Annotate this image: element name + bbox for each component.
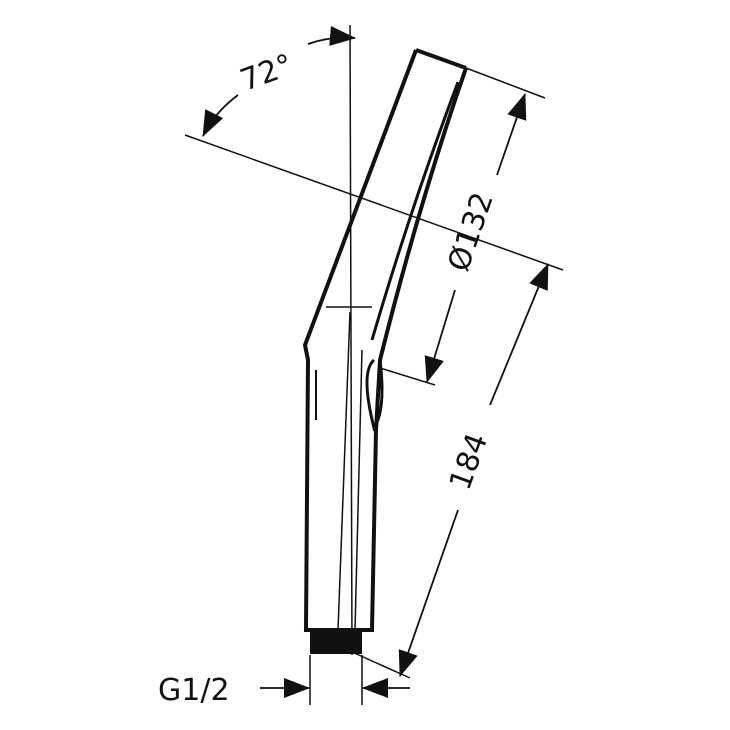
angle-dimension — [202, 26, 356, 137]
length-label: 184 — [443, 429, 495, 495]
length-dimension — [398, 263, 549, 677]
thread-connector — [310, 630, 362, 654]
thread-label: G1/2 — [158, 673, 230, 708]
construction-lines — [184, 24, 564, 705]
shower-body — [302, 48, 468, 654]
diameter-dimension — [424, 93, 527, 383]
angle-label: 72° — [236, 48, 298, 99]
diameter-label: Ø132 — [441, 188, 500, 276]
